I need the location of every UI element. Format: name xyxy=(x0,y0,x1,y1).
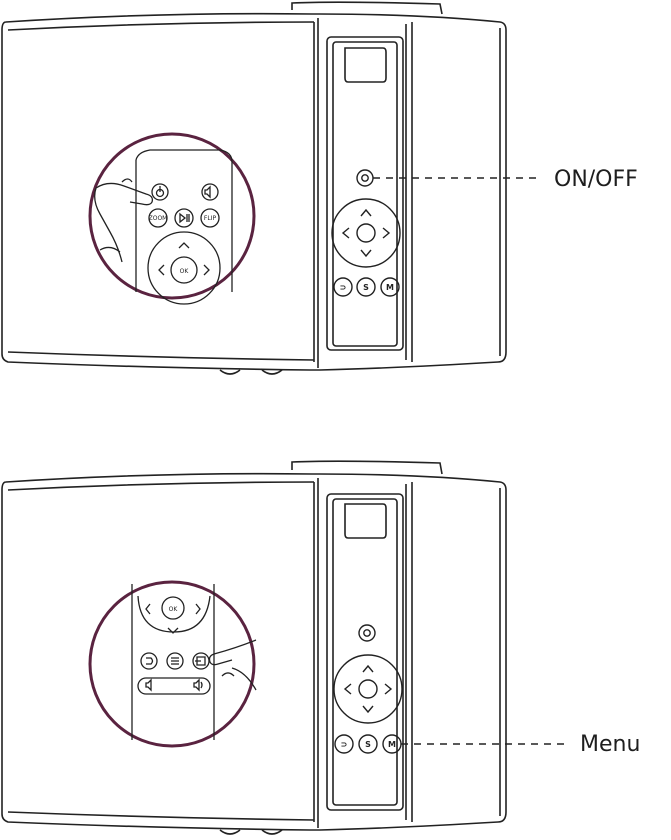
projector-bottom xyxy=(2,461,506,834)
callout-menu: Menu xyxy=(580,732,640,757)
magnifier-bottom: OK xyxy=(90,582,256,746)
arrow-up-icon xyxy=(361,210,371,216)
arrow-down-icon xyxy=(363,706,373,712)
arrow-right-icon xyxy=(383,228,389,238)
power-button[interactable] xyxy=(359,625,375,641)
arrow-up-icon xyxy=(363,666,373,672)
dpad-center-button[interactable] xyxy=(359,680,377,698)
arrow-left-icon xyxy=(343,228,349,238)
remote-ok-label: OK xyxy=(169,606,179,613)
remote-zoom-label: ZOOM xyxy=(149,215,168,222)
callout-on-off: ON/OFF xyxy=(554,167,638,192)
projector-top xyxy=(2,2,506,374)
panel-top xyxy=(332,170,400,296)
back-label: ⊃ xyxy=(341,740,348,749)
back-label: ⊃ xyxy=(340,283,347,292)
remote-flip-label: FLIP xyxy=(204,215,217,222)
dpad-center-button[interactable] xyxy=(357,224,375,242)
remote-ok-label: OK xyxy=(180,268,190,275)
power-button[interactable] xyxy=(357,170,373,186)
arrow-down-icon xyxy=(361,250,371,256)
power-icon xyxy=(362,175,368,181)
menu-label: M xyxy=(386,283,394,292)
arrow-right-icon xyxy=(385,684,391,694)
source-label: S xyxy=(363,283,369,292)
menu-label: M xyxy=(388,740,396,749)
panel-bottom xyxy=(334,625,402,753)
arrow-left-icon xyxy=(345,684,351,694)
power-icon xyxy=(364,630,370,636)
source-label: S xyxy=(365,740,371,749)
magnifier-top: ZOOM FLIP OK xyxy=(90,134,254,304)
